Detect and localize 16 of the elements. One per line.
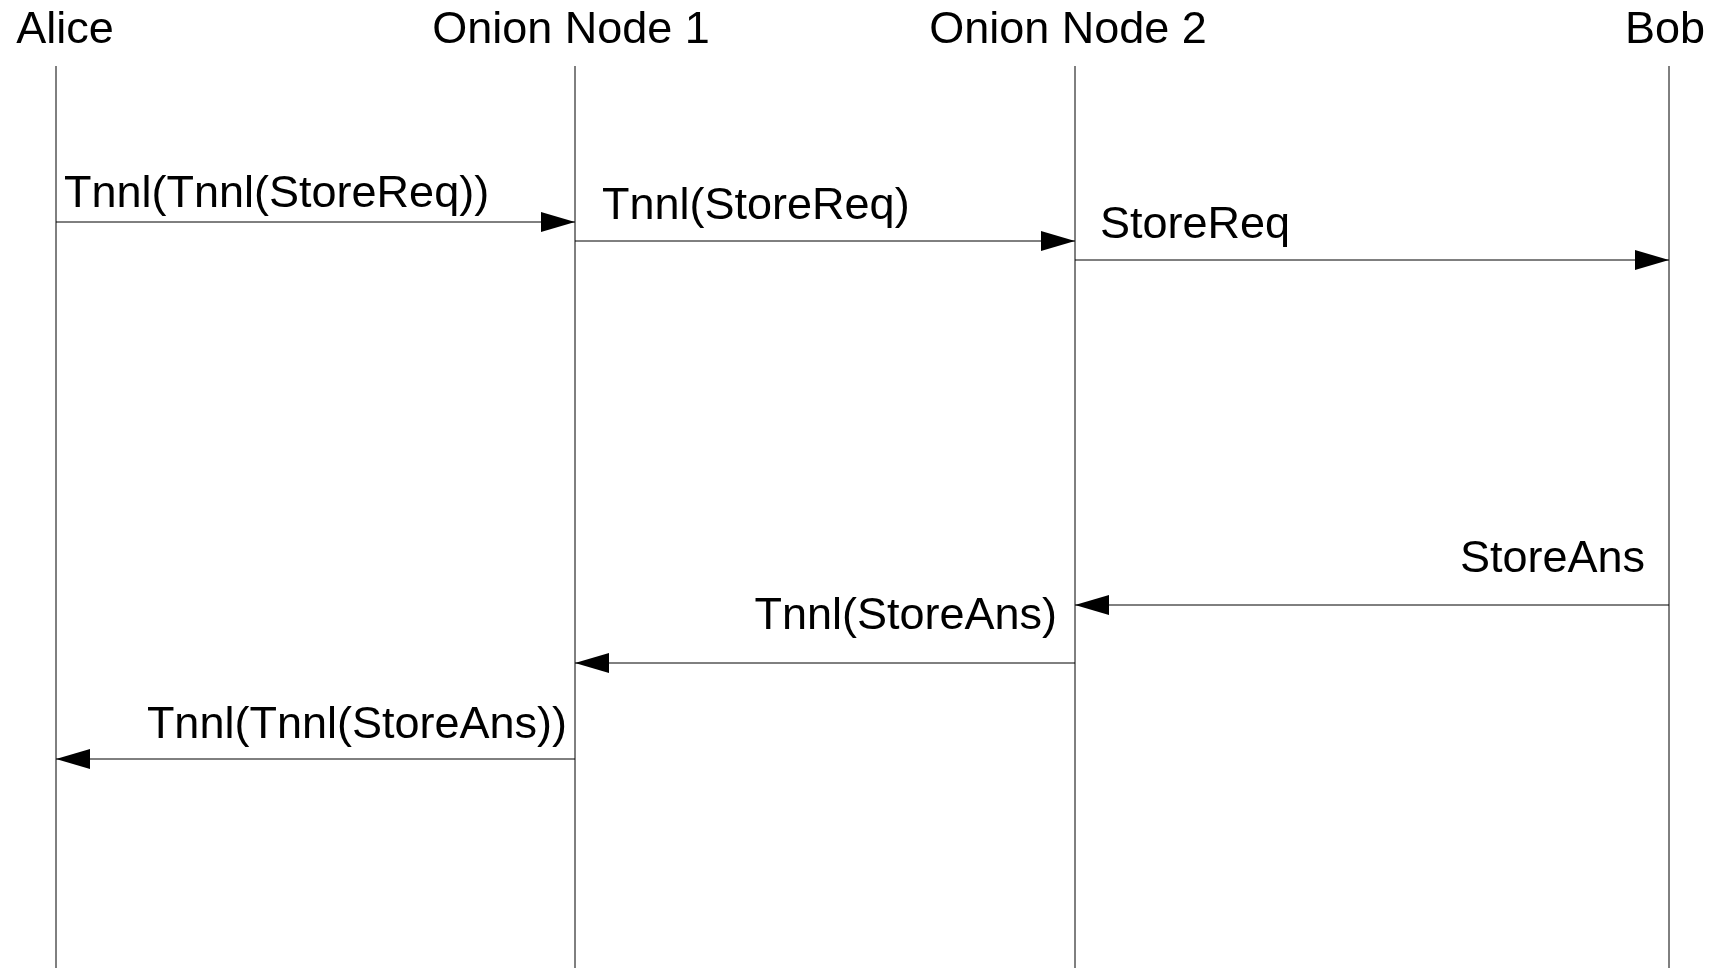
participant-label: Onion Node 2: [929, 4, 1207, 52]
message-arrow: [55, 749, 576, 769]
message-arrow: [1074, 595, 1670, 615]
message-arrow: [574, 653, 1076, 673]
message-label: StoreAns: [1459, 533, 1645, 581]
message-label: StoreReq: [1100, 199, 1291, 247]
message-label: Tnnl(StoreAns): [754, 590, 1057, 638]
participant-label: Onion Node 1: [432, 4, 710, 52]
message-label: Tnnl(StoreReq): [602, 180, 910, 228]
message-arrow: [55, 212, 576, 232]
message-arrow: [574, 231, 1076, 251]
message-label: Tnnl(Tnnl(StoreAns)): [146, 699, 567, 747]
participant-label: Alice: [16, 4, 114, 52]
participant-label: Bob: [1624, 4, 1706, 52]
message-arrow: [1074, 250, 1670, 270]
message-label: Tnnl(Tnnl(StoreReq)): [64, 168, 490, 216]
